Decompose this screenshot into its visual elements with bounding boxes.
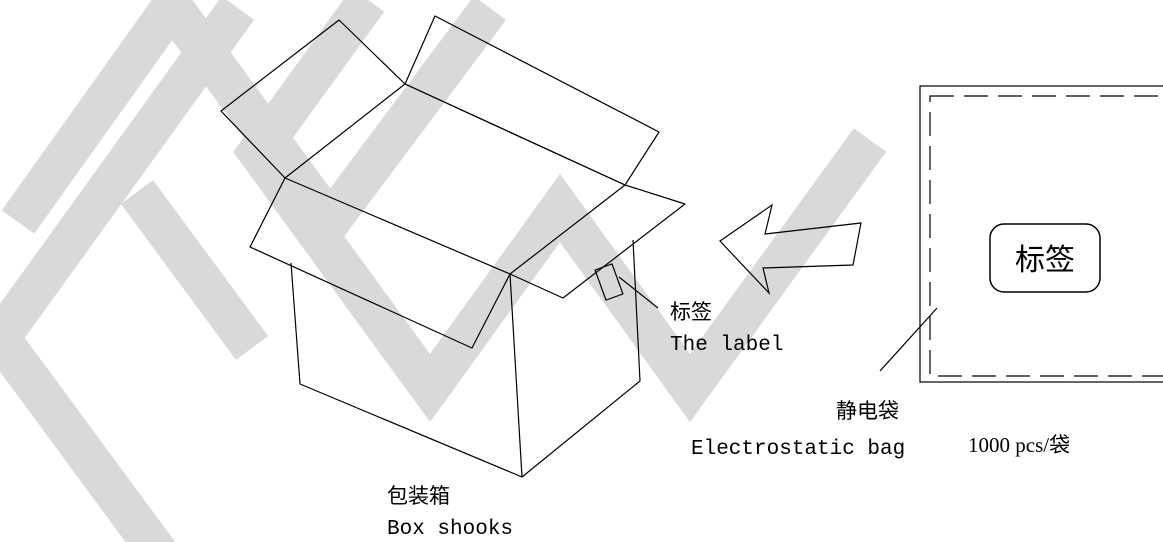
- watermark-letter-n: [1, 0, 507, 256]
- new-watermark: [0, 0, 887, 542]
- label-callout-zh: 标签: [670, 300, 712, 324]
- bag-quantity: 1000 pcs/袋: [968, 433, 1070, 457]
- bag-label-zh: 静电袋: [836, 399, 899, 423]
- box-illustration: [220, 15, 686, 478]
- box-flap-back-left: [220, 19, 406, 179]
- arrow-left-icon: [719, 203, 862, 296]
- label-callout-en: The label: [670, 334, 783, 357]
- box-flap-right: [509, 184, 686, 299]
- watermark-letter-w: [233, 0, 887, 423]
- bag-outer-border: [919, 85, 1163, 383]
- box-label-patch: [594, 263, 624, 301]
- box-label-zh: 包装箱: [387, 484, 450, 508]
- box-top-rim-back: [404, 83, 626, 186]
- bag-callout-line: [879, 307, 938, 372]
- watermark-letter-e: [0, 0, 269, 542]
- box-flap-front-left: [249, 177, 511, 349]
- bag-label-en: Electrostatic bag: [691, 438, 905, 461]
- electrostatic-bag: [879, 85, 1163, 383]
- box-label-en: Box shooks: [387, 518, 513, 541]
- bag-tag-text: 标签: [1015, 243, 1075, 278]
- bag-tag-box: [989, 223, 1101, 293]
- box-left-side: [290, 262, 523, 478]
- bag-seal-dashed: [929, 95, 1163, 377]
- label-callout-line: [618, 276, 659, 309]
- box-right-side: [521, 239, 641, 478]
